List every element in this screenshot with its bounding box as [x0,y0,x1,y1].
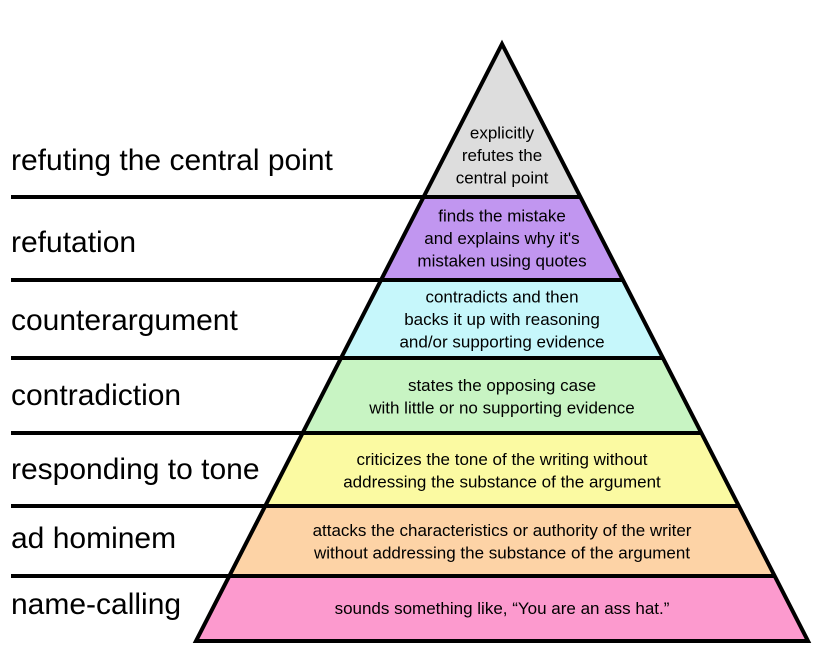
pyramid-layer [196,576,808,641]
level-description-line: criticizes the tone of the writing witho… [356,450,647,469]
pyramid-outline [192,39,812,643]
level-description-line: refutes the [462,146,542,165]
level-description-line: attacks the characteristics or authority… [313,521,692,540]
level-description-line: states the opposing case [408,376,596,395]
level-description-line: and/or supporting evidence [399,333,604,352]
pyramid-layer [381,197,623,280]
level-description-line: central point [456,169,549,188]
level-label: counterargument [11,304,238,337]
level-descriptions: explicitly refutes the central point finds … [313,124,692,619]
level-label: refuting the central point [11,144,334,177]
level-description-line: backs it up with reasoning [404,310,600,329]
level-label: ad hominem [11,522,176,555]
level-description-line: sounds something like, “You are an ass h… [335,599,670,618]
pyramid-layers [196,44,808,641]
level-description-line: mistaken using quotes [417,252,586,271]
level-description-line: addressing the substance of the argument [343,472,661,491]
level-label: responding to tone [11,453,260,486]
level-description-line: without addressing the substance of the … [313,543,690,562]
pyramid-layer [229,506,775,576]
level-description-line: finds the mistake [438,207,566,226]
pyramid-dividers [11,39,812,643]
pyramid-layer [302,358,702,433]
level-label: refutation [11,226,136,259]
level-description-line: explicitly [470,124,535,143]
level-description-line: with little or no supporting evidence [368,398,635,417]
level-label: contradiction [11,379,181,412]
pyramid-layer [341,280,663,358]
pyramid-layer [265,433,739,506]
level-labels: refuting the central point refutation coun… [11,144,334,621]
level-description-line: contradicts and then [425,288,578,307]
level-label: name-calling [11,588,181,621]
pyramid-layer [423,44,581,197]
level-description-line: and explains why it's [424,229,579,248]
